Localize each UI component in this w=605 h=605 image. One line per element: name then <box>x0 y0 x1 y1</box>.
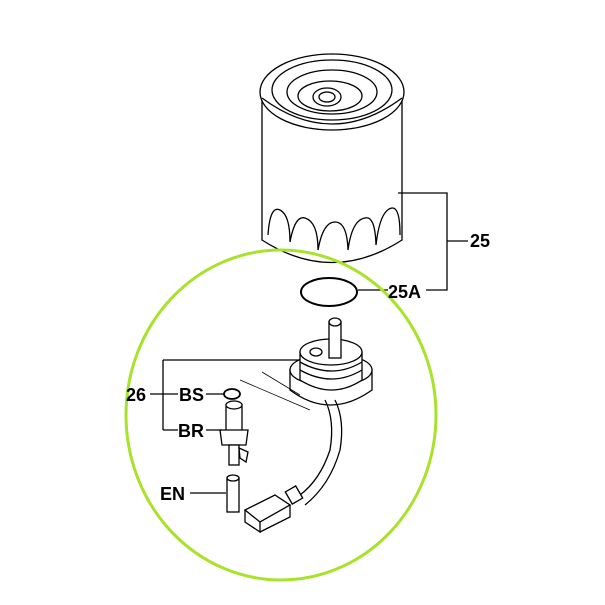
label-25: 25 <box>470 231 491 251</box>
sleeve-part <box>226 474 240 513</box>
label-25a: 25A <box>388 282 422 302</box>
highlight-circle <box>124 248 438 582</box>
label-br: BR <box>178 421 204 441</box>
water-sensor-housing <box>243 317 373 534</box>
sensor-part <box>219 400 249 466</box>
label-26: 26 <box>126 385 147 405</box>
seal-ring <box>223 388 241 400</box>
label-en: EN <box>160 484 186 504</box>
fuel-filter <box>259 53 405 264</box>
o-ring <box>300 277 358 307</box>
label-bs: BS <box>179 385 205 405</box>
